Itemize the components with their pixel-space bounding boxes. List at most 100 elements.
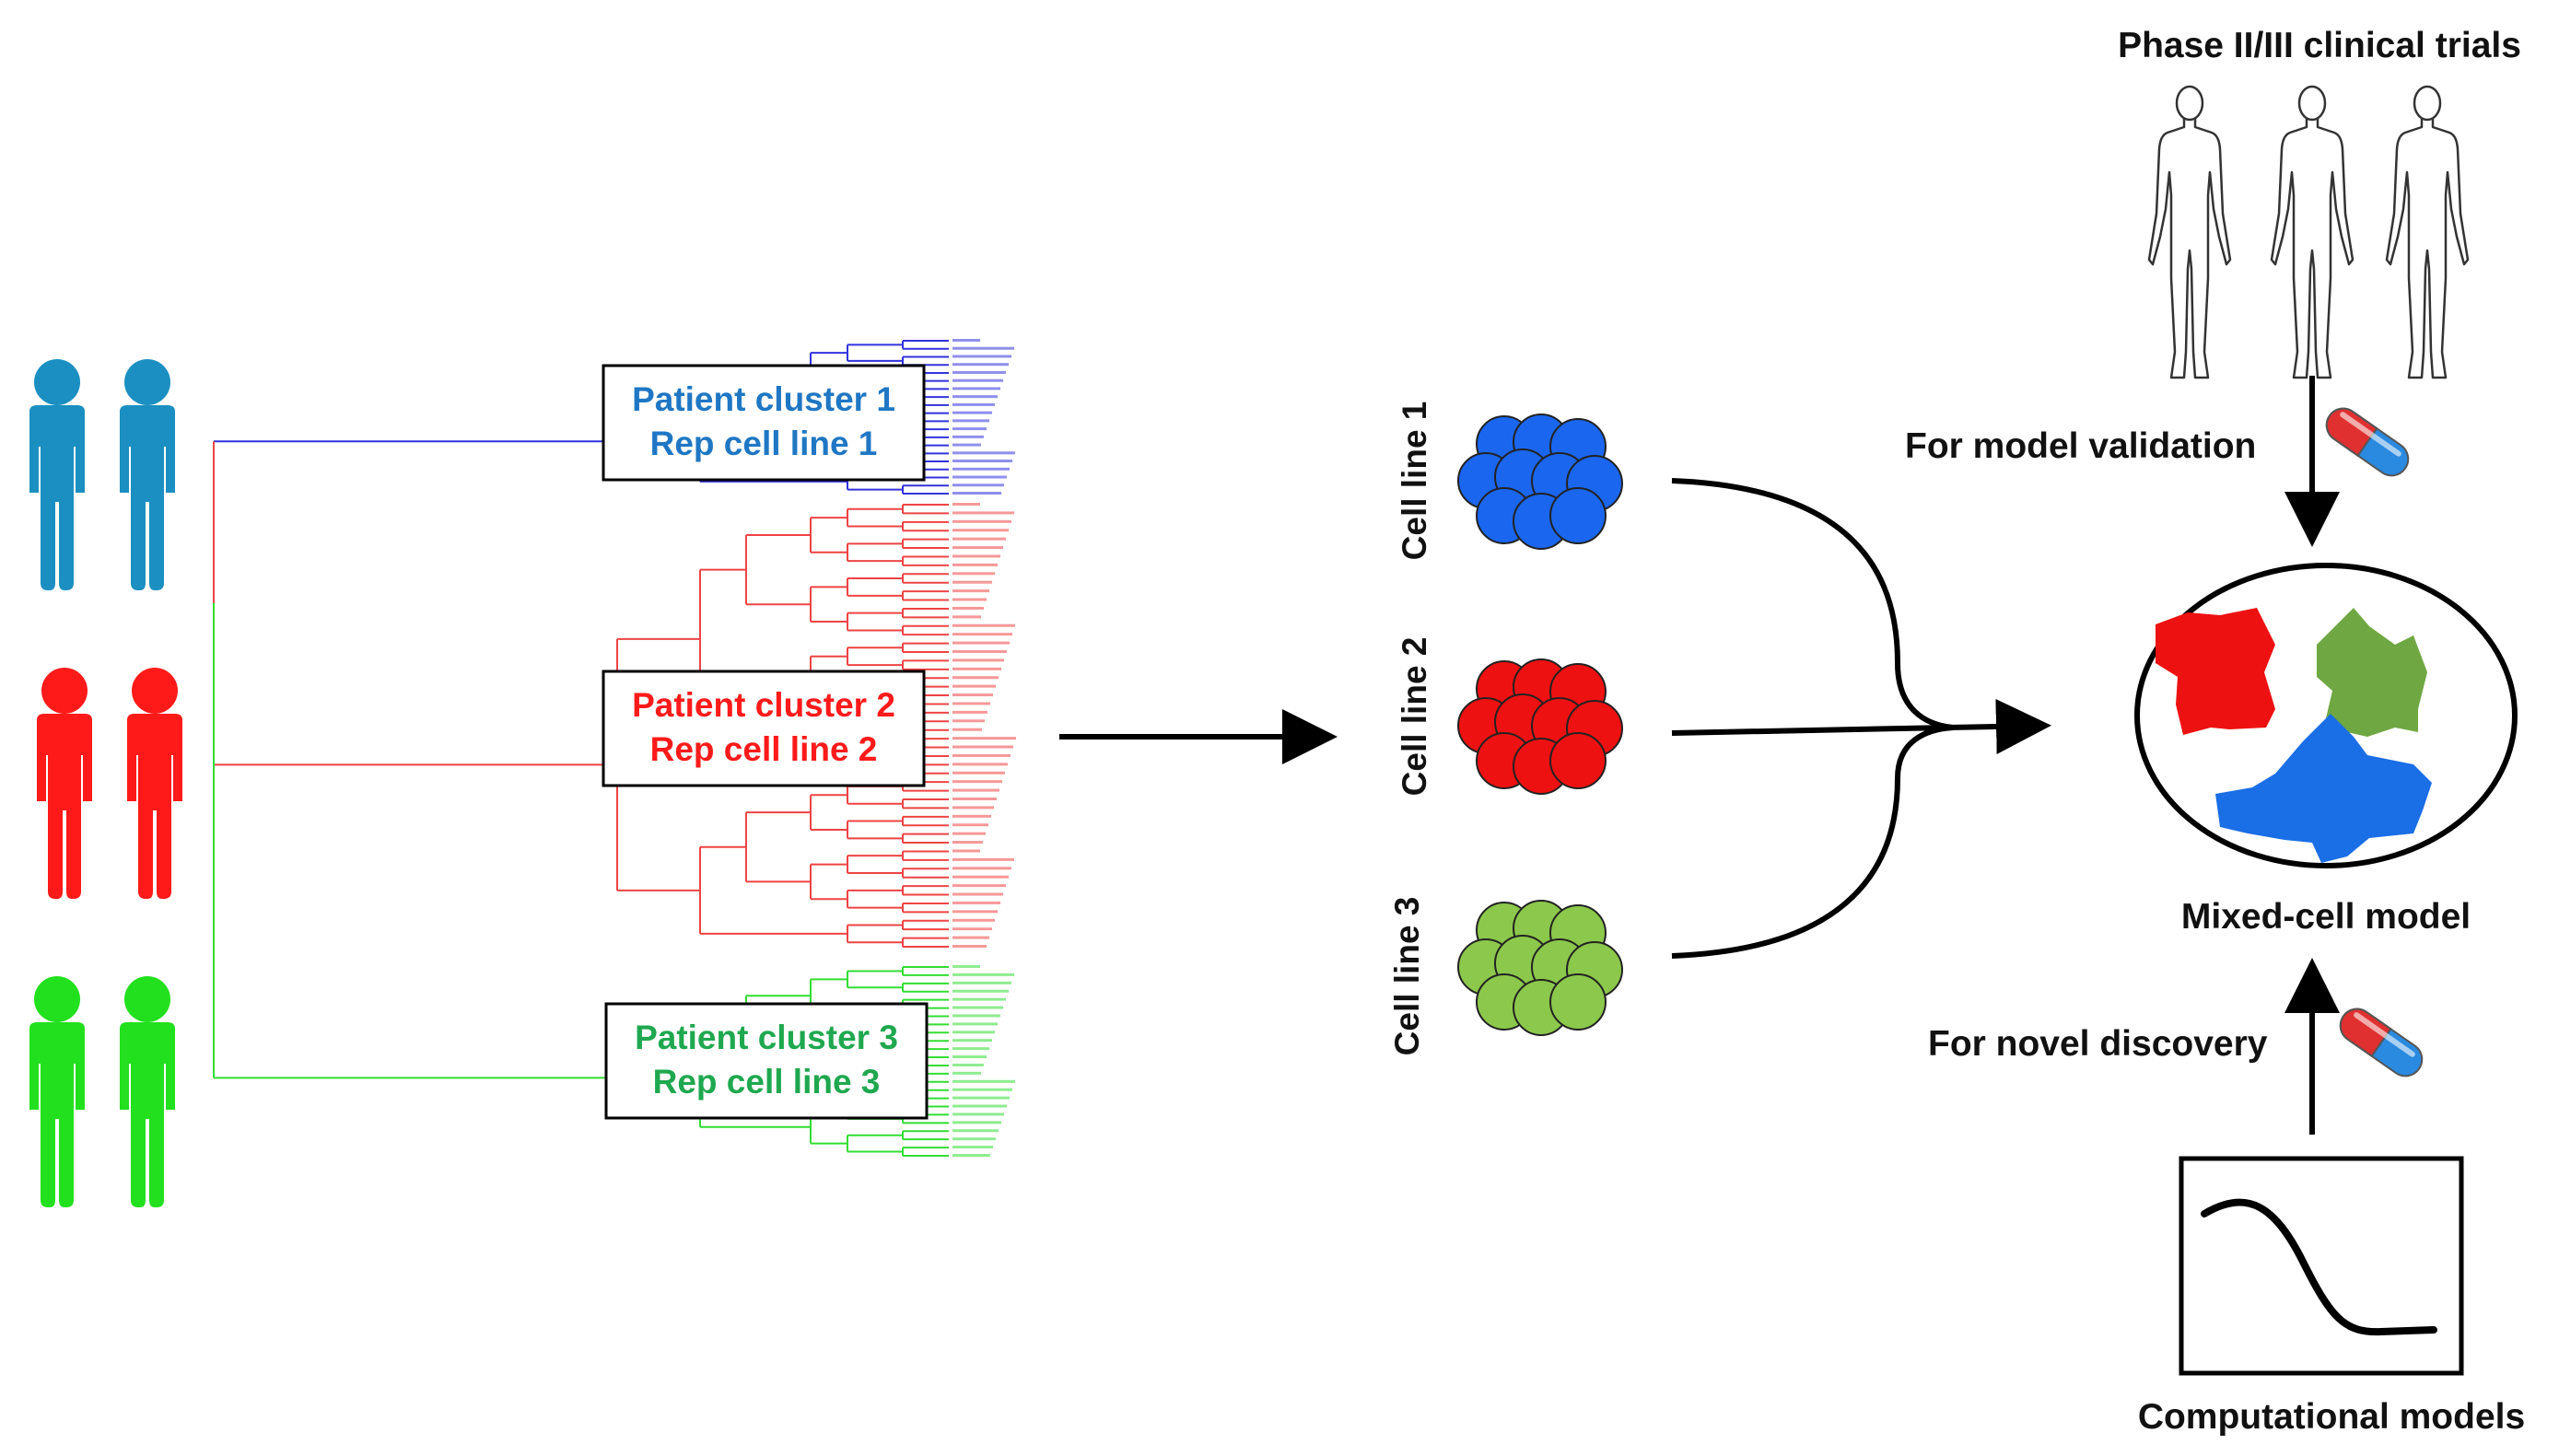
leaf-label-mark bbox=[952, 973, 1014, 976]
leaf-label-mark bbox=[952, 572, 995, 576]
leaf-label-mark bbox=[952, 379, 1003, 382]
leaf-label-mark bbox=[952, 503, 980, 506]
leaf-label-mark bbox=[952, 1079, 1015, 1083]
leaf-label-mark bbox=[952, 589, 989, 593]
leaf-label-mark bbox=[952, 580, 992, 584]
leaf-label-mark bbox=[952, 598, 987, 601]
leaf-label-mark bbox=[952, 633, 1012, 636]
leaf-label-mark bbox=[952, 676, 999, 680]
leaf-label-mark bbox=[952, 684, 996, 688]
computational-model-plot bbox=[2179, 1156, 2464, 1376]
leaf-label-mark bbox=[952, 339, 980, 342]
leaf-label-mark bbox=[952, 554, 1000, 558]
cluster-3-subtitle: Rep cell line 3 bbox=[653, 1063, 881, 1101]
cell-icon bbox=[1549, 487, 1607, 544]
cell-icon bbox=[1549, 732, 1607, 789]
leaf-label-mark bbox=[952, 492, 1001, 495]
leaf-label-mark bbox=[952, 857, 1014, 861]
human-outline-icon bbox=[2147, 85, 2232, 379]
leaf-label-mark bbox=[952, 1022, 998, 1026]
leaf-label-mark bbox=[952, 936, 989, 939]
leaf-label-mark bbox=[952, 814, 991, 818]
merge-curves bbox=[1671, 478, 2051, 959]
people-group-3 bbox=[29, 976, 175, 1207]
leaf-label-mark bbox=[952, 945, 987, 948]
leaf-label-mark bbox=[952, 1071, 981, 1075]
leaf-label-mark bbox=[952, 650, 1007, 653]
leaf-label-mark bbox=[952, 511, 1014, 515]
trials-title: Phase II/III clinical trials bbox=[2118, 26, 2521, 65]
leaf-label-mark bbox=[952, 395, 998, 399]
leaf-label-mark bbox=[952, 346, 1014, 350]
leaf-label-mark bbox=[952, 849, 980, 853]
leaf-label-mark bbox=[952, 693, 993, 697]
leaf-label-mark bbox=[952, 1031, 995, 1034]
leaf-label-mark bbox=[952, 710, 987, 714]
leaf-label-mark bbox=[952, 1096, 1010, 1100]
leaf-label-mark bbox=[952, 763, 1008, 766]
leaf-label-mark bbox=[952, 875, 1009, 879]
blue-blob bbox=[2215, 714, 2432, 863]
cluster-1-subtitle: Rep cell line 1 bbox=[650, 425, 878, 462]
cell-line-2-label: Cell line 2 bbox=[1396, 637, 1433, 797]
people-group-1 bbox=[29, 359, 175, 590]
green-blob bbox=[2317, 608, 2427, 737]
leaf-label-mark bbox=[952, 667, 1001, 670]
leaf-label-mark bbox=[952, 451, 1015, 455]
mixed-cell-model bbox=[2134, 563, 2518, 868]
validation-label: For model validation bbox=[1905, 426, 2256, 466]
leaf-label-mark bbox=[952, 363, 1009, 367]
leaf-label-mark bbox=[952, 1112, 1004, 1116]
leaf-label-mark bbox=[952, 467, 1010, 471]
leaf-label-mark bbox=[952, 841, 983, 844]
computational-label: Computational models bbox=[2138, 1397, 2525, 1437]
leaf-label-mark bbox=[952, 427, 987, 431]
leaf-label-mark bbox=[952, 1129, 999, 1133]
leaf-label-mark bbox=[952, 702, 990, 705]
person-icon bbox=[37, 668, 92, 899]
leaf-label-mark bbox=[952, 563, 998, 566]
leaf-label-mark bbox=[952, 483, 1004, 487]
leaf-label-mark bbox=[952, 1154, 990, 1157]
leaf-label-mark bbox=[952, 460, 1012, 463]
leaf-label-mark bbox=[952, 892, 1003, 896]
person-icon bbox=[127, 668, 182, 899]
arrow-icon bbox=[1671, 698, 2051, 754]
leaf-label-mark bbox=[952, 901, 1000, 904]
leaf-label-mark bbox=[952, 823, 988, 827]
cell-line-1-label: Cell line 1 bbox=[1396, 402, 1433, 561]
leaf-label-mark bbox=[952, 435, 984, 438]
leaf-label-mark bbox=[952, 989, 1009, 993]
human-outline-icon bbox=[2385, 85, 2470, 379]
cluster-2-title: Patient cluster 2 bbox=[632, 686, 895, 724]
leaf-label-mark bbox=[952, 981, 1011, 984]
person-icon bbox=[29, 976, 85, 1207]
human-outlines bbox=[2147, 85, 2470, 379]
sigmoid-curve bbox=[2201, 1198, 2437, 1336]
leaf-label-mark bbox=[952, 1047, 989, 1051]
leaf-label-mark bbox=[952, 806, 994, 810]
person-icon bbox=[29, 359, 85, 590]
cell-clusters bbox=[1457, 414, 1623, 1036]
leaf-label-mark bbox=[952, 546, 1003, 550]
leaf-label-mark bbox=[952, 780, 1002, 784]
cluster-2-subtitle: Rep cell line 2 bbox=[650, 730, 878, 768]
leaf-label-mark bbox=[952, 737, 1016, 740]
leaf-label-mark bbox=[952, 745, 1013, 749]
leaf-label-mark bbox=[952, 623, 1015, 627]
cluster-1-title: Patient cluster 1 bbox=[632, 380, 895, 418]
discovery-label: For novel discovery bbox=[1928, 1024, 2268, 1064]
leaf-label-mark bbox=[952, 370, 1006, 374]
leaf-label-mark bbox=[952, 1146, 993, 1149]
cell-line-3-label: Cell line 3 bbox=[1388, 897, 1426, 1056]
leaf-label-mark bbox=[952, 529, 1009, 532]
leaf-label-mark bbox=[952, 641, 1010, 645]
pill-capsule-icon bbox=[2332, 1001, 2430, 1084]
leaf-label-mark bbox=[952, 658, 1004, 662]
cell-icon bbox=[1549, 973, 1607, 1031]
cluster-box-3: Patient cluster 3 Rep cell line 3 bbox=[604, 1002, 929, 1120]
leaf-label-mark bbox=[952, 443, 981, 447]
leaf-label-mark bbox=[952, 753, 1011, 757]
